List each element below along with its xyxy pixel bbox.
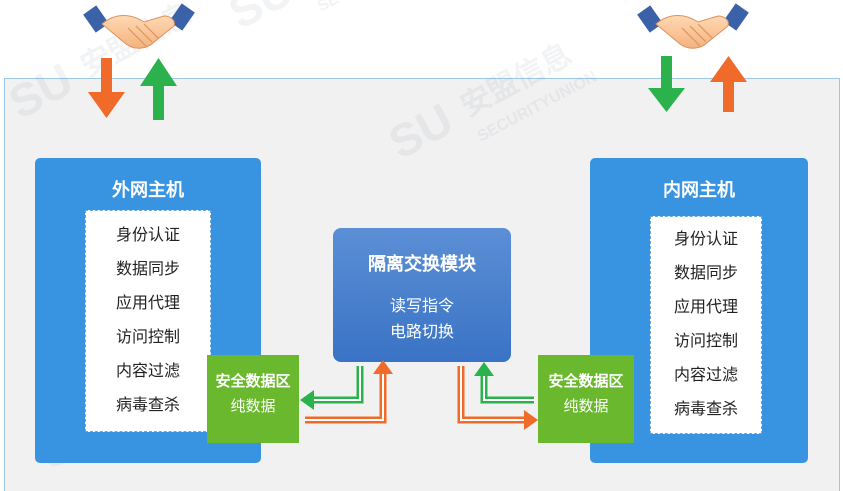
module-line-circuit-switch: 电路切换 — [389, 322, 454, 341]
arrow-up-icon — [710, 56, 747, 112]
function-item: 身份认证 — [673, 229, 738, 248]
outer-safe-data-zone: 安全数据区 纯数据 — [207, 355, 299, 443]
isolation-exchange-module: 隔离交换模块 读写指令 电路切换 — [333, 228, 511, 362]
inner-host-title: 内网主机 — [663, 180, 735, 201]
safe-zone-title: 安全数据区 — [548, 372, 624, 390]
function-item: 应用代理 — [115, 293, 180, 312]
function-item: 内容过滤 — [115, 361, 180, 380]
outer-host-panel: 外网主机 身份认证 数据同步 应用代理 访问控制 内容过滤 病毒查杀 — [35, 158, 261, 463]
function-item: 病毒查杀 — [115, 395, 180, 414]
function-item: 数据同步 — [673, 263, 738, 282]
safe-zone-subtitle: 纯数据 — [230, 397, 276, 415]
function-item: 数据同步 — [115, 259, 180, 278]
function-item: 病毒查杀 — [673, 399, 738, 418]
arrow-inner-to-module-green — [474, 362, 534, 404]
safe-zone-title: 安全数据区 — [215, 372, 291, 390]
handshake-icon — [83, 3, 195, 49]
arrow-outer-to-module-orange — [305, 360, 393, 424]
inner-host-function-list: 身份认证 数据同步 应用代理 访问控制 内容过滤 病毒查杀 — [650, 216, 762, 434]
function-item: 访问控制 — [115, 327, 180, 346]
arrow-module-to-outer-green — [300, 366, 364, 410]
safe-zone-subtitle: 纯数据 — [563, 397, 609, 415]
function-item: 内容过滤 — [673, 365, 738, 384]
function-item: 访问控制 — [673, 331, 738, 350]
function-item: 应用代理 — [673, 297, 738, 316]
arrow-module-to-inner-orange — [457, 366, 538, 430]
inner-safe-data-zone: 安全数据区 纯数据 — [538, 355, 634, 443]
module-line-read-write: 读写指令 — [389, 296, 454, 315]
function-item: 身份认证 — [115, 225, 180, 244]
outer-host-function-list: 身份认证 数据同步 应用代理 访问控制 内容过滤 病毒查杀 — [85, 210, 211, 432]
arrow-down-icon — [648, 56, 685, 112]
handshake-icon — [637, 3, 749, 49]
arrow-down-icon — [88, 58, 125, 118]
outer-host-title: 外网主机 — [112, 180, 184, 201]
arrow-up-icon — [140, 58, 177, 120]
module-title: 隔离交换模块 — [368, 254, 476, 275]
